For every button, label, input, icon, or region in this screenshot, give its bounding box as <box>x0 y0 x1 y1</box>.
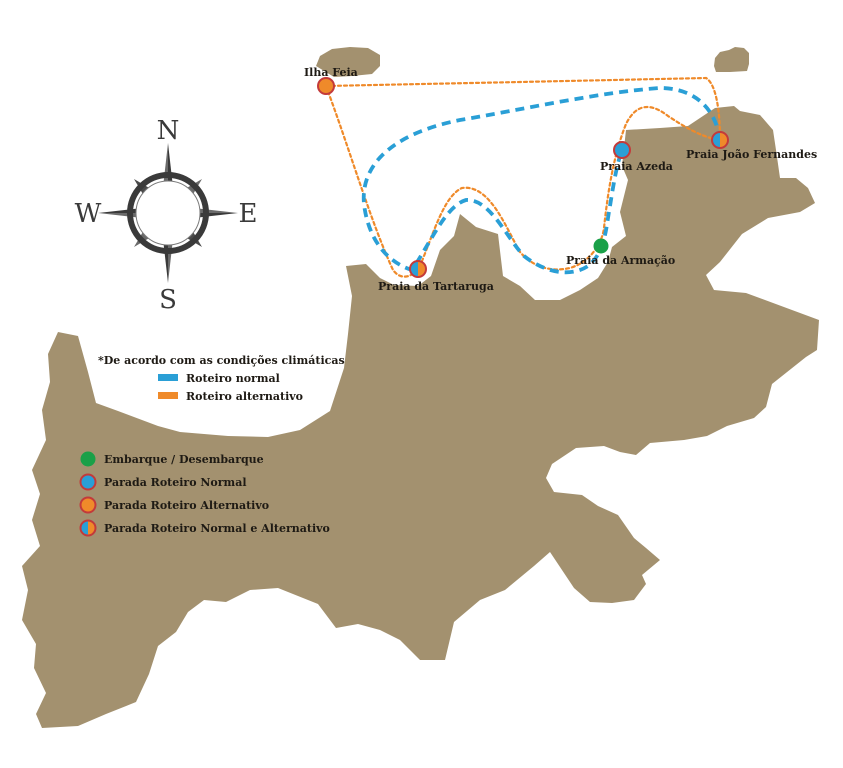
label-praia-azeda: Praia Azeda <box>600 160 673 173</box>
label-ilha-feia: Ilha Feia <box>304 66 358 79</box>
alternative-route-label: Roteiro alternativo <box>186 390 303 403</box>
stop-praia-tartaruga[interactable] <box>409 260 427 278</box>
inner-bay <box>552 464 574 490</box>
compass-ring <box>127 172 209 254</box>
islet-northeast <box>714 47 749 72</box>
route-legend-note: *De acordo com as condições climáticas <box>98 354 345 367</box>
stop-ilha-feia[interactable] <box>317 77 335 95</box>
place-labels: Ilha Feia Praia Azeda Praia João Fernand… <box>304 66 817 293</box>
stop-praia-armacao[interactable] <box>593 238 609 254</box>
compass-south-letter: S <box>159 285 177 315</box>
legend-boarding-symbol <box>80 451 96 467</box>
land-masses <box>22 47 819 728</box>
compass-west-letter: W <box>75 199 102 229</box>
legend-both-stop-symbol <box>79 519 97 537</box>
stop-praia-azeda[interactable] <box>613 141 631 159</box>
island-ilha-feia <box>316 47 380 77</box>
legend-normal-stop-label: Parada Roteiro Normal <box>104 476 247 489</box>
alternative-route-line <box>324 76 722 278</box>
legend-alternative-stop-symbol <box>79 496 97 514</box>
stops <box>317 77 729 278</box>
legend-alternative-stop-label: Parada Roteiro Alternativo <box>104 499 269 512</box>
label-praia-armacao: Praia da Armação <box>566 254 675 267</box>
compass-rose: N S E W <box>75 116 258 315</box>
legend-both-stop-label: Parada Roteiro Normal e Alternativo <box>104 522 330 535</box>
compass-north-letter: N <box>157 116 180 146</box>
normal-route-swatch <box>158 374 178 381</box>
peninsula-mainland <box>22 106 819 728</box>
route-legend: *De acordo com as condições climáticas R… <box>98 354 345 403</box>
normal-route-label: Roteiro normal <box>186 372 280 385</box>
legend-boarding-label: Embarque / Desembarque <box>104 453 264 466</box>
label-praia-joao-fernandes: Praia João Fernandes <box>686 148 817 161</box>
stop-praia-joao-fernandes[interactable] <box>711 131 729 149</box>
stop-legend: Embarque / Desembarque Parada Roteiro No… <box>79 451 330 537</box>
label-praia-tartaruga: Praia da Tartaruga <box>378 280 494 293</box>
legend-normal-stop-symbol <box>79 473 97 491</box>
compass-east-letter: E <box>239 199 258 229</box>
alternative-route-swatch <box>158 392 178 399</box>
